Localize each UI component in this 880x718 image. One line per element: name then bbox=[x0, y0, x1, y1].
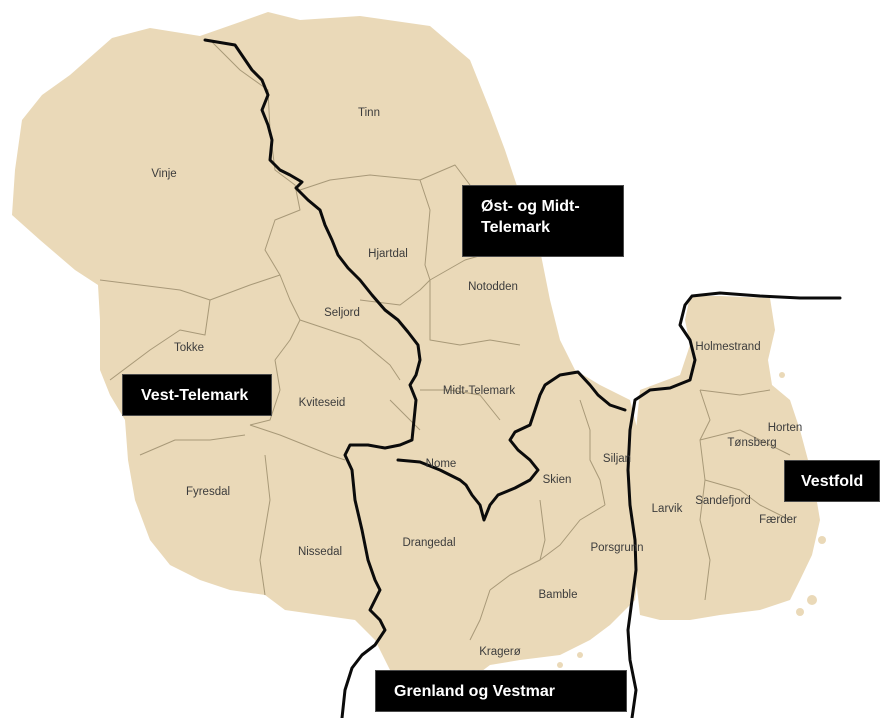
municipality-labels: Tinn Vinje Hjartdal Notodden Seljord Tok… bbox=[151, 107, 802, 658]
region-label-vestfold-text: Vestfold bbox=[801, 473, 864, 490]
land-vestfold bbox=[635, 296, 820, 620]
label-seljord: Seljord bbox=[324, 307, 360, 319]
coastal-islands bbox=[557, 372, 826, 668]
label-faerder: Færder bbox=[759, 514, 797, 526]
region-label-vest-text: Vest-Telemark bbox=[141, 387, 249, 404]
label-porsgrunn: Porsgrunn bbox=[590, 542, 643, 554]
region-label-ost-midt-text: Øst- og Midt-Telemark bbox=[481, 198, 580, 236]
region-label-vestfold: Vestfold bbox=[784, 460, 880, 502]
label-nissedal: Nissedal bbox=[298, 546, 342, 558]
label-kragero: Kragerø bbox=[479, 646, 521, 658]
region-label-vest-telemark: Vest-Telemark bbox=[122, 374, 272, 416]
label-siljan: Siljan bbox=[603, 453, 631, 465]
label-nome: Nome bbox=[426, 458, 457, 470]
region-boundaries bbox=[203, 38, 842, 718]
land-telemark bbox=[12, 12, 645, 690]
label-horten: Horten bbox=[768, 422, 803, 434]
label-vinje: Vinje bbox=[151, 168, 176, 180]
label-tinn: Tinn bbox=[358, 107, 380, 119]
label-larvik: Larvik bbox=[652, 503, 683, 515]
label-fyresdal: Fyresdal bbox=[186, 486, 230, 498]
label-drangedal: Drangedal bbox=[402, 537, 455, 549]
boundary-ost-grenland bbox=[396, 370, 627, 522]
label-bamble: Bamble bbox=[539, 589, 578, 601]
label-midt-telemark: Midt-Telemark bbox=[443, 385, 515, 397]
boundary-grenland-vestfold bbox=[626, 291, 842, 718]
label-kviteseid: Kviteseid bbox=[299, 397, 346, 409]
label-tokke: Tokke bbox=[174, 342, 204, 354]
region-label-grenland-text: Grenland og Vestmar bbox=[394, 683, 555, 700]
label-hjartdal: Hjartdal bbox=[368, 248, 408, 260]
label-tonsberg: Tønsberg bbox=[727, 437, 776, 449]
label-sandefjord: Sandefjord bbox=[695, 495, 751, 507]
label-holmestrand: Holmestrand bbox=[695, 341, 760, 353]
label-notodden: Notodden bbox=[468, 281, 518, 293]
region-label-ost-midt-telemark: Øst- og Midt-Telemark bbox=[462, 185, 624, 257]
label-skien: Skien bbox=[543, 474, 572, 486]
municipality-borders bbox=[99, 39, 791, 641]
boundary-vest-ost bbox=[203, 38, 422, 718]
region-label-grenland-vestmar: Grenland og Vestmar bbox=[375, 670, 627, 712]
